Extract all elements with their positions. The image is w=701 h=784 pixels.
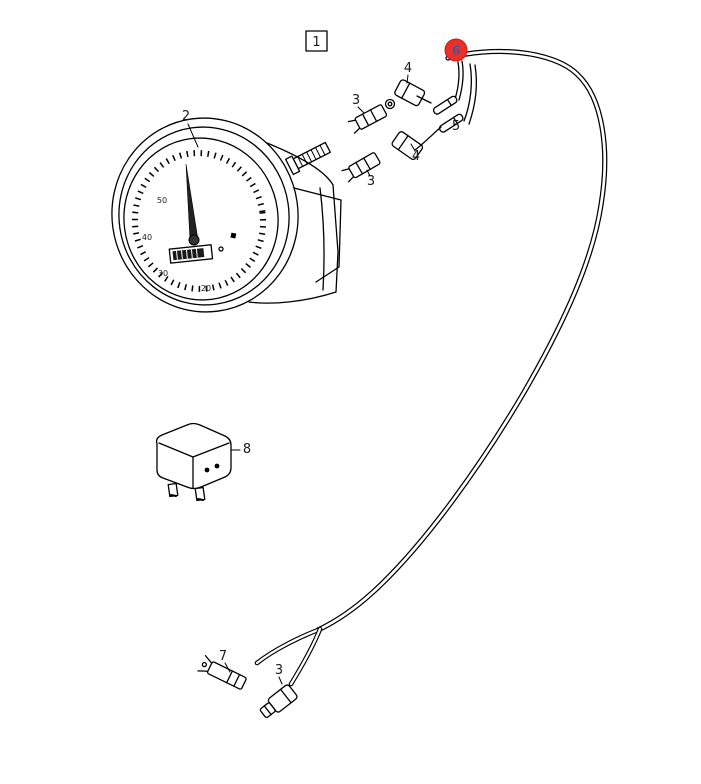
spade-terminal-bottom [197,654,247,690]
relay-pins [204,463,220,473]
dial-number-30: 30 [158,269,168,278]
callout-3-bottom[interactable]: 3 [275,663,283,678]
callout-3-top[interactable]: 3 [352,93,360,108]
spade-terminal-top [347,104,388,134]
callout-2[interactable]: 2 [182,109,190,124]
connector-sleeve-mid [391,131,424,161]
wire-pin-upper [432,95,458,115]
callout-7[interactable]: 7 [219,649,227,664]
dial-number-20: 20 [201,284,211,293]
wire-pin-lower [438,113,464,133]
callout-4-mid[interactable]: 4 [412,149,420,164]
dial-dot [218,246,224,252]
wiring-harness [254,48,608,687]
highlight-circle[interactable] [444,38,468,62]
relay [155,422,232,502]
harness-branch-right [288,626,323,687]
callout-5[interactable]: 5 [452,119,460,134]
dial-tick-ring [131,150,267,292]
callout-4-top[interactable]: 4 [404,61,412,76]
bullet-terminal [384,98,396,110]
callout-6-highlight[interactable]: 6 [444,38,468,62]
leader-lines [187,74,416,685]
callout-8[interactable]: 8 [243,442,251,457]
dial-number-50: 50 [157,196,167,205]
top-connector-cluster [341,79,464,183]
dial-number-40: 40 [142,233,152,242]
harness-lead-wires [454,60,477,125]
connector-sleeve-bottom [259,684,298,719]
odometer-window [168,244,214,264]
relay-legs [167,482,206,502]
dial-numbers: 50 40 30 20 [142,196,211,293]
threaded-stud [284,141,331,176]
callout-1[interactable]: 1 [312,35,320,50]
callouts: 1 2 3 4 6 5 4 3 8 7 3 [182,30,468,678]
stub-wire-lower [414,126,442,151]
harness-branch-left [254,627,321,666]
connector-sleeve-top [394,79,426,107]
stub-wire-upper [416,95,432,104]
callout-3-mid[interactable]: 3 [367,174,375,189]
gauge-bezel [111,117,299,313]
gauge-needle [185,163,200,246]
callout-1-box[interactable]: 1 [305,30,328,52]
gauge-case [248,140,339,304]
tachometer-gauge: 50 40 30 20 [111,117,342,313]
dial-marker [230,232,237,239]
callout-6[interactable]: 6 [452,44,460,58]
